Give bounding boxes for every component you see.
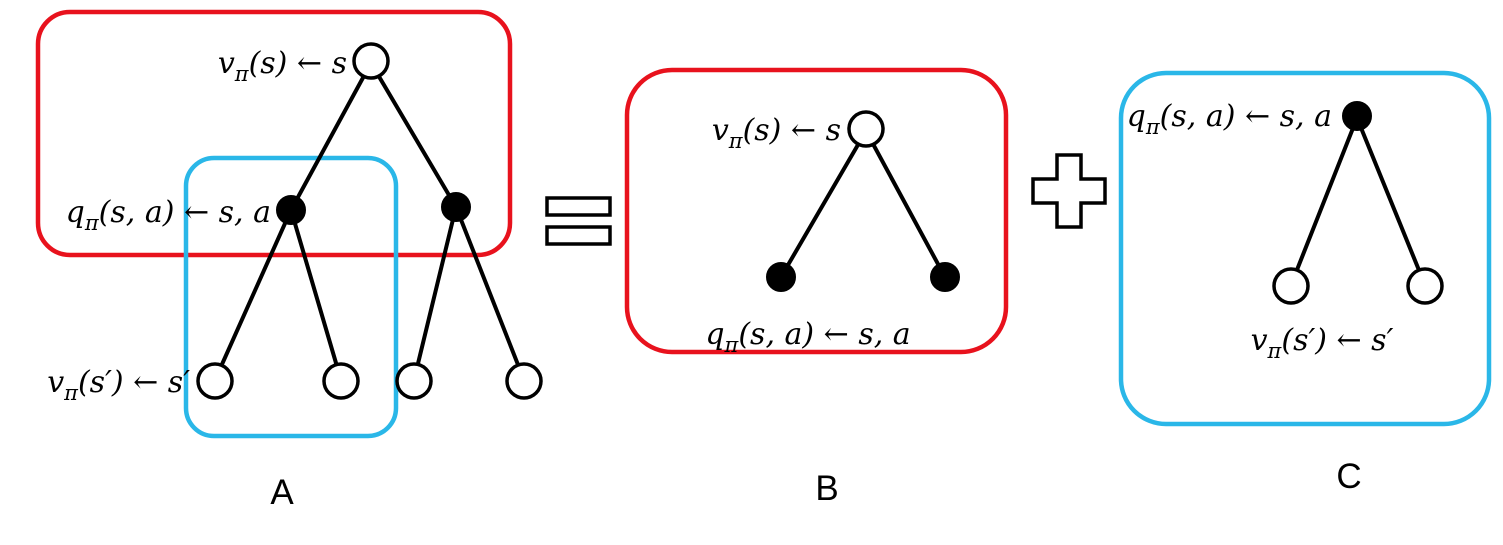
root-label-b: vπ(s) ← s [712,113,841,153]
action-label-a: qπ(s, a) ← s, a [66,195,271,235]
root-label-a: vπ(s) ← s [218,46,347,86]
cyan-highlight-box-a [183,155,399,439]
panel-b: vπ(s) ← s qπ(s, a) ← s, a B [624,67,1009,508]
panel-letter-a: A [270,473,294,512]
state-node-leaf2-a [322,362,360,400]
state-node-leaf1-a [196,362,234,400]
plus-cross-shape [1031,153,1107,229]
red-highlight-box-a [35,9,513,258]
root-label-c: qπ(s, a) ← s, a [1127,99,1332,139]
edge-root-to-left-action-b [779,129,868,279]
state-node-root-a [352,42,390,80]
panel-a: vπ(s) ← s qπ(s, a) ← s, a vπ(s′) ← s′ A [35,9,543,512]
edge-left-action-to-leaf2-a [289,208,343,382]
leaf-label-a: vπ(s′) ← s′ [47,365,190,405]
action-node-right-a [441,192,471,222]
state-node-leaf4-a [505,362,543,400]
tree-edges-c [1289,116,1427,287]
action-node-left-b [766,262,796,292]
equals-top-bar [545,196,612,217]
action-node-root-c [1342,101,1372,131]
panel-letter-b: B [815,469,838,508]
action-node-right-b [930,262,960,292]
edge-right-action-to-leaf3-a [412,205,458,382]
edge-left-action-to-leaf1-a [213,208,293,382]
tree-edges-a [213,61,526,382]
state-node-root-b [847,110,885,148]
leaf-label-c: vπ(s′) ← s′ [1251,323,1394,363]
panel-c: qπ(s, a) ← s, a vπ(s′) ← s′ C [1118,70,1492,496]
action-label-b: qπ(s, a) ← s, a [705,317,910,357]
action-node-left-a [276,195,306,225]
state-node-leaf2-c [1406,267,1444,305]
edge-root-to-leaf2-c [1355,116,1427,287]
edge-root-to-leaf1-c [1289,116,1359,287]
tree-edges-b [779,129,947,279]
edge-root-to-right-action-b [864,129,947,279]
cyan-highlight-box-c [1118,70,1492,427]
equals-icon [545,196,612,246]
red-highlight-box-b [624,67,1009,355]
panel-letter-c: C [1336,457,1361,496]
state-node-leaf3-a [395,362,433,400]
edge-right-action-to-leaf4-a [454,205,526,382]
edge-root-to-left-action-a [289,61,373,212]
plus-icon [1031,153,1107,229]
edge-root-to-right-action-a [369,61,458,209]
equals-bottom-bar [545,225,612,246]
state-node-leaf1-c [1272,267,1310,305]
